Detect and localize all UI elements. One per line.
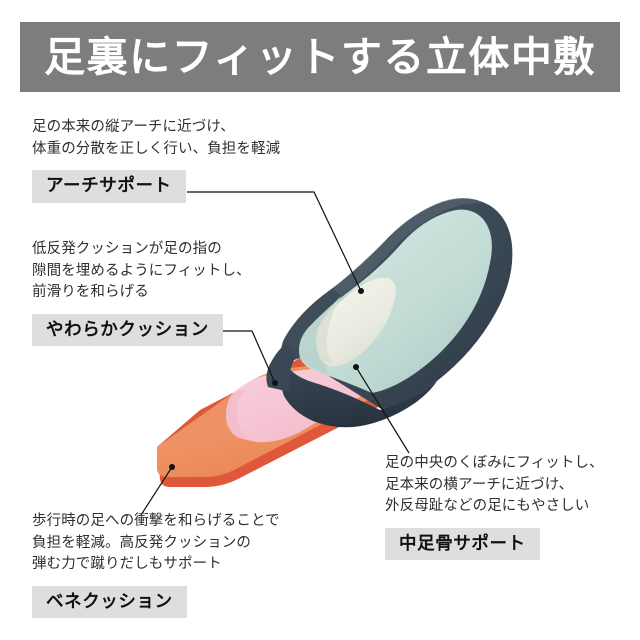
label-chip-metatarsal-support: 中足骨サポート <box>385 527 540 560</box>
callout-soft-cushion-label-wrap: やわらかクッション <box>32 313 251 346</box>
label-chip-bene-cushion: ベネクッション <box>32 585 187 618</box>
callout-bene-cushion: 歩行時の足への衝撃を和らげることで 負担を軽減。高反発クッションの 弾む力で蹴り… <box>32 511 280 618</box>
white-arch-pad <box>316 277 396 367</box>
callout-metatarsal-support-description: 足の中央のくぼみにフィットし、 足本来の横アーチに近づけ、 外反母趾などの足にも… <box>385 455 604 514</box>
callout-bene-cushion-label-wrap: ベネクッション <box>32 585 280 618</box>
callout-arch-support: 足の本来の縦アーチに近づけ、 体重の分散を正しく行い、負担を軽減 アーチサポート <box>32 117 280 203</box>
label-chip-arch-support: アーチサポート <box>32 170 186 203</box>
callout-arch-support-label-wrap: アーチサポート <box>32 170 280 203</box>
title-banner: 足裏にフィットする立体中敷 <box>20 22 620 92</box>
callout-bene-cushion-description: 歩行時の足への衝撃を和らげることで 負担を軽減。高反発クッションの 弾む力で蹴り… <box>32 513 280 572</box>
callout-metatarsal-support-label-wrap: 中足骨サポート <box>385 527 604 560</box>
callout-soft-cushion-description: 低反発クッションが足の指の 隙間を埋めるようにフィットし、 前滑りを和らげる <box>32 241 251 300</box>
label-chip-soft-cushion: やわらかクッション <box>32 313 223 346</box>
page-title: 足裏にフィットする立体中敷 <box>44 33 596 80</box>
callout-metatarsal-support: 足の中央のくぼみにフィットし、 足本来の横アーチに近づけ、 外反母趾などの足にも… <box>385 453 604 560</box>
callout-arch-support-description: 足の本来の縦アーチに近づけ、 体重の分散を正しく行い、負担を軽減 <box>32 119 281 157</box>
callout-soft-cushion: 低反発クッションが足の指の 隙間を埋めるようにフィットし、 前滑りを和らげる や… <box>32 239 251 346</box>
